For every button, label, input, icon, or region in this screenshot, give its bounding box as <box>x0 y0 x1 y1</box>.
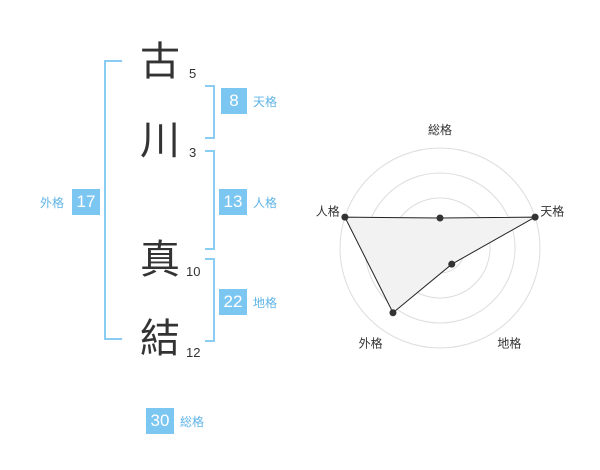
radar-axis-label-2: 天格 <box>540 204 564 219</box>
gaikaku-badge: 17 <box>72 189 100 215</box>
chikaku-bracket <box>205 258 215 342</box>
jinkaku-badge: 13 <box>219 189 247 215</box>
name-char-1: 古 <box>140 39 180 85</box>
chikaku-badge: 22 <box>219 289 247 315</box>
soukaku-badge: 30 <box>146 408 174 434</box>
name-char-4: 結 <box>140 316 180 362</box>
radar-shape <box>344 216 536 314</box>
stroke-count-2: 3 <box>189 145 197 160</box>
soukaku-label: 総格 <box>180 415 205 429</box>
radar-point-5 <box>341 213 349 221</box>
radar-point-3 <box>448 260 456 268</box>
radar-point-4 <box>389 309 397 317</box>
radar-axis-label-4: 外格 <box>359 335 383 350</box>
chikaku-label: 地格 <box>253 296 278 310</box>
jinkaku-bracket <box>205 150 215 250</box>
stroke-count-1: 5 <box>189 66 197 81</box>
stroke-count-3: 10 <box>186 264 201 279</box>
name-char-3: 真 <box>140 237 180 283</box>
radar-ring-4 <box>339 147 541 349</box>
radar-point-2 <box>531 213 539 221</box>
tenkaku-bracket <box>205 85 215 139</box>
radar-point-1 <box>436 214 444 222</box>
stroke-count-4: 12 <box>186 345 201 360</box>
jinkaku-label: 人格 <box>253 196 278 210</box>
tenkaku-label: 天格 <box>253 95 278 109</box>
radar-axis-label-1: 総格 <box>428 122 452 137</box>
gaikaku-bracket <box>104 60 122 340</box>
tenkaku-badge: 8 <box>221 88 247 114</box>
radar-axis-label-3: 地格 <box>497 335 521 350</box>
gaikaku-label: 外格 <box>40 196 65 210</box>
name-char-2: 川 <box>140 118 180 164</box>
radar-axis-label-5: 人格 <box>316 204 340 219</box>
